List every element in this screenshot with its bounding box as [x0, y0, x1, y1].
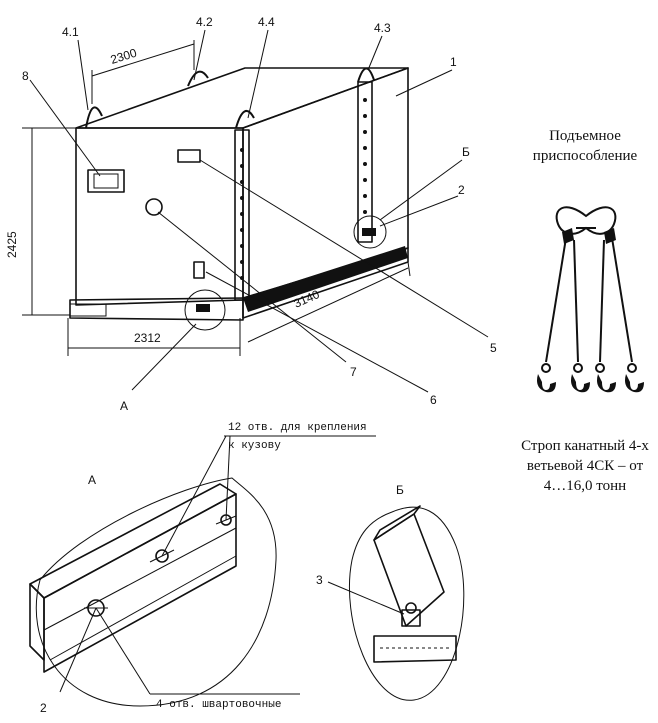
leader-4-3 — [367, 35, 383, 71]
label-2-detail: 2 — [40, 701, 47, 715]
label-4-3: 4.3 — [374, 21, 391, 35]
dim-text-top-width: 2300 — [109, 46, 139, 67]
detail-b — [327, 505, 465, 701]
handle-8 — [87, 169, 125, 193]
label-2-main: 2 — [458, 183, 465, 197]
hook-1 — [537, 374, 556, 393]
lifting-caption-line3: 4…16,0 тонн — [544, 478, 626, 494]
label-3: 3 — [316, 573, 323, 587]
dim-height — [22, 127, 76, 316]
rail-face — [43, 493, 237, 673]
hook-3 — [597, 374, 616, 393]
label-1: 1 — [450, 55, 457, 69]
lifting-loop-4-2 — [187, 70, 209, 87]
rail-top — [29, 483, 237, 599]
note-holes-line2: к кузову — [228, 440, 281, 452]
skid-foot — [69, 303, 107, 317]
leader-7 — [157, 211, 347, 363]
detail-circle-b — [353, 215, 387, 249]
leader-4-4 — [247, 29, 269, 119]
sling-leg-3 — [599, 239, 605, 363]
sling-master-link — [555, 206, 617, 235]
lifting-caption-line1: Строп канатный 4-х — [521, 438, 649, 454]
label-5: 5 — [490, 341, 497, 355]
detail-a-outline — [35, 477, 277, 707]
detail-a — [29, 477, 277, 707]
strap-front-corner — [234, 109, 255, 301]
dim-top-width — [91, 40, 195, 104]
sling-leg-2 — [573, 239, 579, 363]
leader-3 — [327, 581, 405, 615]
label-b-main: Б — [462, 145, 470, 159]
element-6 — [193, 261, 205, 279]
label-8: 8 — [22, 69, 29, 83]
label-7: 7 — [350, 365, 357, 379]
label-4-2: 4.2 — [196, 15, 213, 29]
dim-bottom-width — [67, 318, 241, 356]
leader-2 — [379, 195, 459, 227]
detail-circle-a — [184, 289, 226, 331]
base-section-b — [373, 635, 457, 663]
leader-a — [131, 323, 197, 391]
dim-text-height: 2425 — [5, 231, 19, 258]
lifting-caption-line2: ветьевой 4СК – от — [527, 458, 644, 474]
leader-4-1 — [77, 39, 89, 111]
detail-b-outline — [348, 506, 465, 701]
lifting-loop-4-3 — [357, 67, 375, 83]
lock-7 — [145, 198, 163, 216]
plate-5 — [177, 149, 201, 163]
leader-4-2 — [193, 29, 206, 81]
leader-2-detail — [59, 607, 97, 693]
lifting-title-line2: приспособление — [533, 148, 638, 164]
leader-b — [379, 159, 463, 221]
leader-1 — [395, 69, 453, 97]
note-holes-line1: 12 отв. для крепления — [228, 422, 367, 434]
label-4-1: 4.1 — [62, 25, 79, 39]
dim-length — [247, 261, 411, 343]
note-mooring: 4 отв. швартовочные — [156, 699, 281, 711]
label-6: 6 — [430, 393, 437, 407]
dim-text-bottom-width: 2312 — [134, 331, 161, 345]
hook-4 — [625, 374, 644, 393]
leader-5 — [199, 159, 489, 338]
label-a-main: А — [120, 399, 128, 413]
lifting-sling-illustration — [537, 206, 644, 393]
lifting-loop-4-1 — [85, 106, 103, 129]
lifting-title-line1: Подъемное — [549, 128, 621, 144]
leader-6 — [205, 271, 429, 393]
sling-leg-4 — [611, 237, 633, 363]
sling-leg-1 — [545, 237, 567, 363]
lifting-loop-4-4 — [235, 109, 255, 129]
mount-hole-1 — [155, 549, 169, 563]
bolt-3 — [401, 609, 421, 627]
label-4-4: 4.4 — [258, 15, 275, 29]
label-a-detail: А — [88, 473, 96, 487]
label-b-detail: Б — [396, 483, 404, 497]
hook-2 — [571, 374, 590, 393]
strap-side — [357, 67, 375, 243]
